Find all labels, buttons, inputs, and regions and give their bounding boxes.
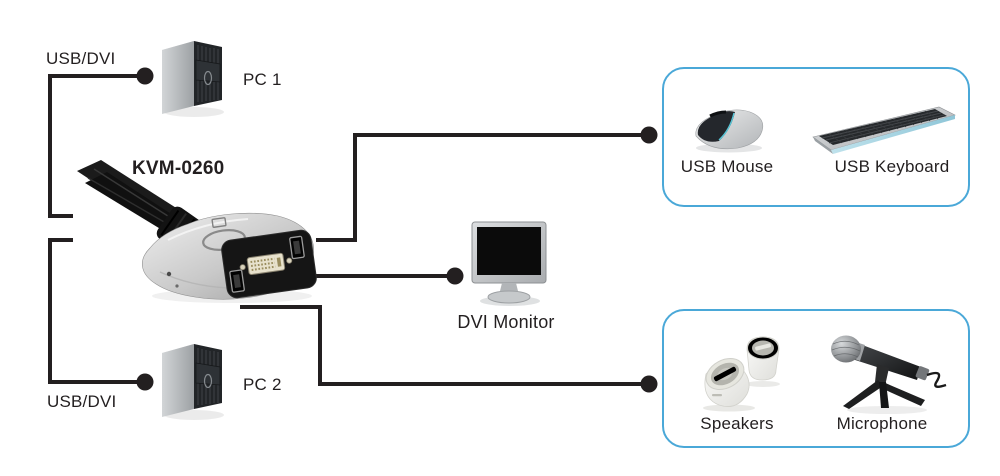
microphone-label: Microphone: [836, 414, 928, 433]
pc1-cable-label: USB/DVI: [46, 49, 116, 68]
usb-mouse-icon: [695, 109, 764, 153]
dvi-monitor-icon: [471, 221, 547, 306]
pc1-connector-dot: [136, 67, 154, 85]
speakers-label: Speakers: [700, 414, 774, 433]
monitor-label: DVI Monitor: [457, 312, 555, 332]
pc-tower-icon-1: [162, 41, 224, 117]
pc-tower-icon-2: [162, 344, 224, 420]
usb-keyboard-icon: [812, 106, 956, 154]
pc2-connector-line: [48, 238, 145, 384]
microphone-icon: [831, 335, 947, 414]
usb-keyboard-label: USB Keyboard: [834, 157, 950, 176]
pc1-connector-line: [48, 74, 145, 218]
audio-connector-dot: [640, 375, 658, 393]
console-connector-dot: [640, 126, 658, 144]
kvm-device-label: KVM-0260: [132, 158, 225, 179]
console-connector-line: [316, 133, 649, 242]
usb-mouse-label: USB Mouse: [680, 157, 774, 176]
pc1-label: PC 1: [243, 70, 282, 89]
monitor-connector-dot: [446, 267, 464, 285]
pc2-cable-label: USB/DVI: [47, 392, 117, 411]
speakers-icon: [703, 336, 780, 412]
pc2-label: PC 2: [243, 375, 282, 394]
kvm-switch-icon: [77, 160, 317, 303]
pc2-connector-dot: [136, 373, 154, 391]
audio-connector-line: [240, 305, 649, 386]
